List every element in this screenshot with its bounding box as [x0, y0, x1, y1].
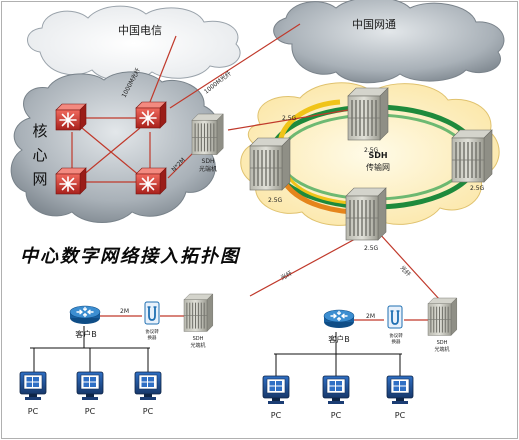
protocol-converter-right	[387, 305, 403, 329]
pc-right-1-label: PC	[271, 411, 282, 420]
core-switch-bottom-left	[55, 167, 87, 195]
pc-left-1	[19, 371, 47, 401]
router-right-label: 客户B	[328, 334, 350, 344]
network-links	[71, 23, 441, 301]
core-label-3: 网	[32, 170, 47, 188]
pc-right-2	[322, 375, 350, 405]
cloud-china-netcom	[273, 0, 505, 84]
ring-label-left: 2.5G	[268, 197, 283, 204]
sdh-left-label-1: SDH	[193, 336, 204, 342]
cloud-netcom-label: 中国网通	[352, 18, 396, 31]
link-label-fiber-left: 光纤	[279, 269, 293, 282]
sdh-ring-node-left	[249, 137, 291, 191]
pc-left-3-label: PC	[143, 407, 154, 416]
protocol-converter-left	[144, 301, 160, 325]
link-label-fiber-right: 光纤	[399, 264, 413, 278]
sdh-core-terminal	[191, 113, 224, 156]
pc-left-1-label: PC	[28, 407, 39, 416]
sdh-core-label-1: SDH	[202, 158, 215, 165]
pc-left-3	[134, 371, 162, 401]
pc-right-1	[262, 375, 290, 405]
ring-label-top: 2.5G	[364, 147, 379, 154]
core-label-1: 核	[32, 122, 47, 140]
rate-label-left: 2M	[120, 308, 129, 315]
sdh-right-label-2: 光端机	[434, 346, 449, 353]
core-switch-top-left	[55, 103, 87, 131]
sdh-ring-title-1: SDH	[368, 151, 387, 160]
ring-label-top-link: 2.5G	[282, 115, 297, 122]
pc-right-2-label: PC	[331, 411, 342, 420]
sdh-ring-title-2: 传输网	[366, 162, 390, 172]
link-label-1000m-b: 1000M光纤	[202, 69, 232, 95]
pc-right-3-label: PC	[395, 411, 406, 420]
sdh-ring-node-top	[347, 87, 389, 141]
site-left: 客户B 2M 协议转 换器 SDH 光端机 PC PC PC	[19, 293, 214, 416]
converter-right-label-1: 协议转	[389, 332, 403, 339]
core-switch-bottom-right	[135, 167, 167, 195]
converter-left-label-1: 协议转	[145, 328, 159, 335]
converter-left-label-2: 换器	[148, 334, 157, 341]
sdh-terminal-left	[183, 293, 214, 332]
sdh-right-label-1: SDH	[437, 340, 448, 346]
site-right: 客户B 2M 协议转 换器 SDH 光端机 PC PC PC	[262, 297, 458, 420]
diagram-headline: 中心数字网络接入拓扑图	[20, 246, 241, 267]
router-right	[323, 309, 355, 329]
rate-label-right: 2M	[366, 313, 375, 320]
ring-label-bottom: 2.5G	[364, 245, 379, 252]
pc-right-3	[386, 375, 414, 405]
pc-left-2	[76, 371, 104, 401]
ring-label-right: 2.5G	[470, 185, 485, 192]
sdh-ring-node-bottom	[345, 187, 387, 241]
sdh-core-label-2: 光端机	[199, 165, 217, 173]
sdh-terminal-right	[427, 297, 458, 336]
router-left	[69, 305, 101, 325]
cloud-telecom-label: 中国电信	[118, 24, 162, 37]
router-left-label: 客户B	[75, 329, 97, 339]
core-label-2: 心	[32, 146, 47, 164]
converter-right-label-2: 换器	[392, 338, 401, 345]
sdh-left-label-2: 光端机	[190, 342, 205, 349]
core-switch-top-right	[135, 101, 167, 129]
sdh-ring-node-right	[451, 129, 493, 183]
pc-left-2-label: PC	[85, 407, 96, 416]
